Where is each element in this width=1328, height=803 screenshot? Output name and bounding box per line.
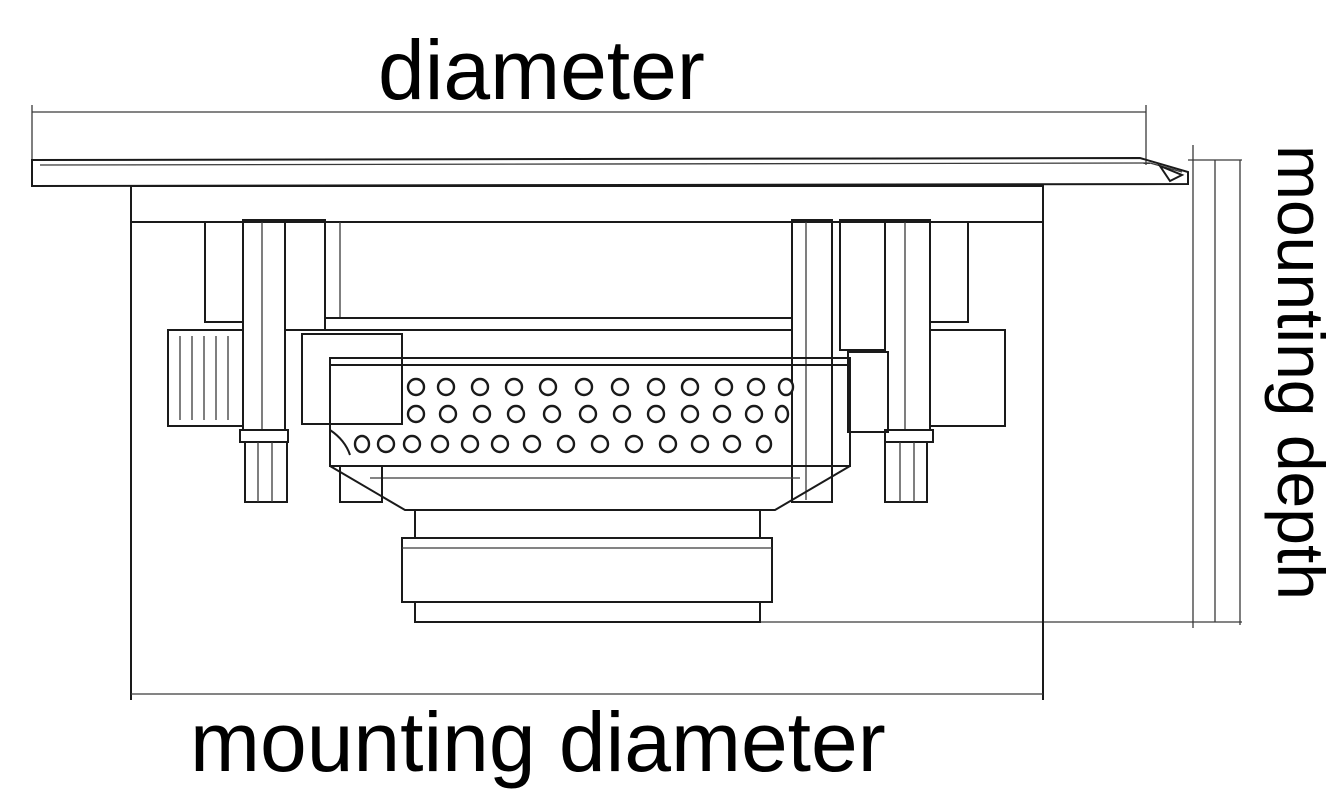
speaker-bezel: [31, 156, 1189, 188]
speaker-frame: [204, 219, 969, 503]
magnet-assembly: [401, 509, 773, 623]
speaker-basket: [329, 357, 851, 511]
mounting-legs: [239, 429, 934, 503]
mounting-depth-dimension: [760, 145, 1242, 628]
mounting-diameter-label: mounting diameter: [190, 695, 886, 789]
basket-holes: [353, 377, 795, 454]
side-clamps: [167, 329, 1006, 433]
mounting-cutout-box: [130, 185, 1044, 700]
diameter-dimension: [31, 105, 1147, 165]
diameter-label: diameter: [378, 23, 705, 117]
